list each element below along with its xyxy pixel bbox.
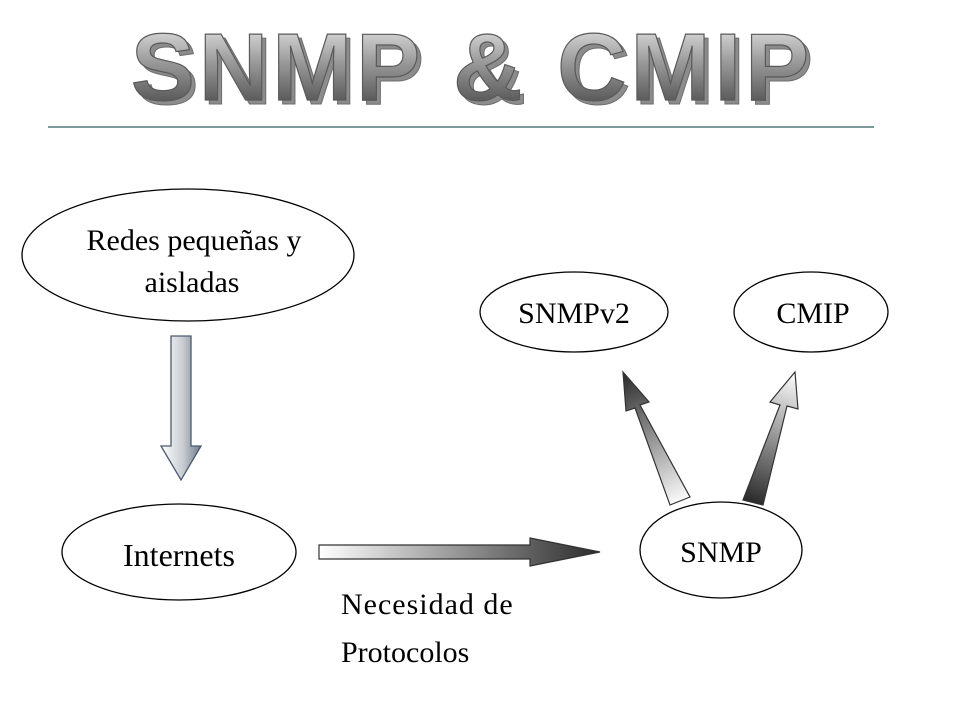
slide-title: SNMP & CMIP SNMP & CMIP: [130, 13, 817, 125]
node-cmip-shape: [733, 271, 889, 353]
edge-label-line2: Protocolos: [341, 636, 469, 669]
edge-snmp-to-cmip-arrow: [742, 370, 799, 506]
node-snmpv2-shape: [479, 271, 669, 353]
title-shadow: SNMP & CMIP: [135, 18, 817, 125]
node-internets: Internets: [61, 503, 297, 601]
node-snmp-shape: [639, 501, 803, 599]
node-internets-label: Internets: [123, 537, 235, 573]
node-cmip-label: CMIP: [776, 297, 849, 330]
edge-snmp-to-snmpv2-arrow: [622, 370, 691, 506]
node-cmip: CMIP: [733, 271, 889, 353]
node-snmpv2: SNMPv2: [479, 271, 669, 353]
node-snmp: SNMP: [639, 501, 803, 599]
edge-internets-to-snmp-arrow: [318, 537, 601, 567]
node-redes: Redes pequeñas y aisladas: [21, 188, 355, 322]
node-redes-label-line2: aisladas: [145, 266, 240, 299]
edge-redes-to-internets-arrow: [159, 335, 203, 482]
edge-internets-to-snmp-label: Necesidad de Protocolos: [341, 588, 514, 669]
title-text: SNMP & CMIP: [131, 14, 813, 121]
node-redes-shape: [21, 188, 355, 322]
node-snmpv2-label: SNMPv2: [518, 297, 630, 330]
node-internets-shape: [61, 503, 297, 601]
node-snmp-label: SNMP: [680, 536, 762, 569]
node-redes-label-line1: Redes pequeñas y: [87, 224, 302, 257]
edge-label-line1: Necesidad de: [341, 588, 514, 621]
